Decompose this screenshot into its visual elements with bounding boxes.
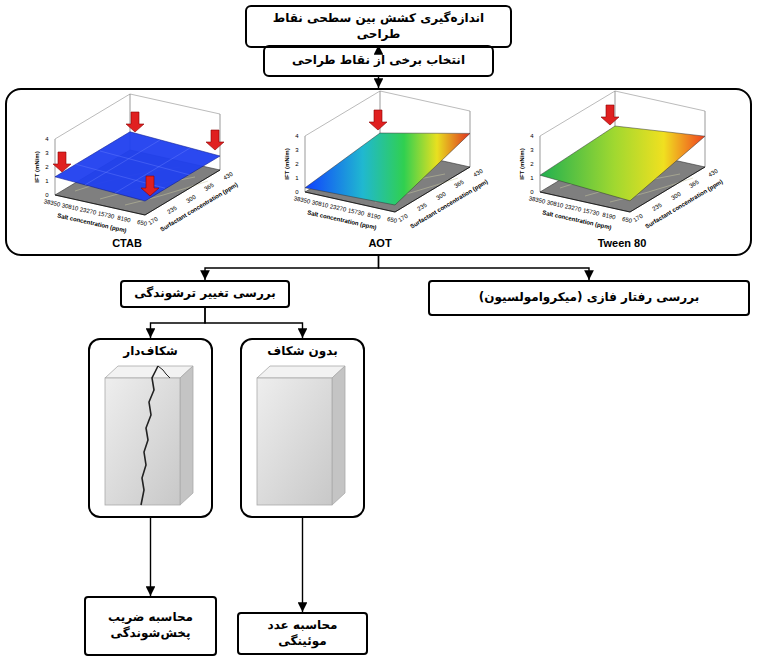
axis-tick: 300 (435, 190, 447, 200)
axis-tick: 1 (530, 175, 533, 181)
axis-tick: 235 (651, 202, 663, 212)
flow-arrow (378, 77, 379, 88)
result-box: محاسبه ضریب پخش‌شوندگی (84, 596, 217, 656)
axis-tick: 15730 (347, 207, 365, 216)
axis-title: IFT (mN/m) (284, 148, 290, 179)
result-box: محاسبه عدد موئینگی (237, 612, 368, 655)
flow-arrow (150, 518, 151, 596)
box-text: بدون شکاف (267, 344, 338, 360)
axis-tick: 4 (530, 133, 533, 139)
process-box: بررسی رفتار فازی (میکروامولسیون) (428, 280, 750, 316)
axis-tick: 8190 (602, 212, 616, 221)
axis-tick: 650 (621, 216, 632, 224)
axis-title: Salt concentration (ppm) (57, 212, 127, 233)
axis-tick: 30810 (311, 199, 329, 208)
sample-panel: بدون شکاف (240, 338, 365, 518)
process-box: بررسی تغییر ترشوندگی (120, 280, 290, 308)
box-text: شکاف‌دار (123, 344, 177, 360)
axis-tick: 0 (295, 189, 298, 195)
axis-tick: 430 (707, 168, 719, 178)
axis-title: Salt concentration (ppm) (542, 209, 612, 230)
axis-tick: 3 (530, 147, 533, 153)
axis-tick: 8190 (117, 215, 131, 224)
axis-title: IFT (mN/m) (519, 148, 525, 179)
tween80-surface-plot (540, 91, 705, 212)
axis-tick: 0 (530, 189, 533, 195)
box-text: انتخاب برخی از نقاط طراحی (292, 53, 465, 69)
axis-tick: 2 (45, 164, 48, 170)
axis-tick: 4 (295, 133, 298, 139)
aot-surface-plot (305, 91, 470, 212)
plot-title: Tween 80 (598, 236, 647, 250)
flow-arrow (151, 308, 206, 338)
process-box: اندازه‌گیری کشش بین سطحی نقاط طراحی (245, 5, 512, 48)
sample-panel: شکاف‌دار (88, 338, 213, 518)
axis-tick: 170 (632, 213, 644, 223)
axis-tick: 38350 (43, 198, 61, 207)
plot-title: CTAB (112, 236, 142, 250)
red-marker-arrows (53, 105, 619, 196)
box-text: بررسی رفتار فازی (میکروامولسیون) (479, 290, 699, 306)
axis-tick: 23270 (79, 206, 97, 215)
box-text: محاسبه ضریب پخش‌شوندگی (94, 610, 207, 641)
axis-tick: 8190 (367, 212, 381, 221)
axis-tick: 300 (185, 193, 197, 203)
ctab-surface-plot (55, 94, 220, 215)
axis-tick: 23270 (564, 203, 582, 212)
axis-tick: 2 (530, 161, 533, 167)
axis-tick: 3 (295, 147, 298, 153)
flow-arrow (302, 518, 303, 612)
flow-arrow (205, 308, 303, 338)
flow-arrow (379, 256, 590, 280)
axis-title: Salt concentration (ppm) (307, 209, 377, 230)
axis-tick: 235 (416, 202, 428, 212)
axis-tick: 430 (472, 168, 484, 178)
box-text: اندازه‌گیری کشش بین سطحی نقاط طراحی (255, 11, 502, 42)
axis-tick: 1 (45, 178, 48, 184)
axis-tick: 170 (397, 213, 409, 223)
axis-tick: 0 (45, 192, 48, 198)
axis-tick: 38350 (293, 195, 311, 204)
axis-tick: 365 (203, 182, 215, 192)
axis-tick: 30810 (61, 202, 79, 211)
cracked-core-cube (105, 366, 193, 505)
axis-tick: 170 (147, 216, 159, 226)
axis-tick: 23270 (329, 203, 347, 212)
intact-core-cube (257, 366, 345, 505)
axis-tick: 30810 (546, 199, 564, 208)
axis-tick: 15730 (582, 207, 600, 216)
axis-title: IFT (mN/m) (34, 151, 40, 182)
axis-tick: 365 (688, 179, 700, 189)
axis-tick: 38350 (528, 195, 546, 204)
axis-tick: 2 (295, 161, 298, 167)
axis-tick: 1 (295, 175, 298, 181)
axis-tick: 235 (166, 205, 178, 215)
flow-arrow (205, 256, 379, 280)
box-text: محاسبه عدد موئینگی (247, 618, 358, 649)
axis-tick: 300 (670, 190, 682, 200)
box-text: بررسی تغییر ترشوندگی (134, 286, 276, 302)
axis-tick: 365 (453, 179, 465, 189)
process-box: انتخاب برخی از نقاط طراحی (263, 45, 494, 77)
axis-tick: 4 (45, 136, 48, 142)
axis-tick: 650 (136, 219, 147, 227)
axis-tick: 15730 (97, 210, 115, 219)
plot-title: AOT (368, 236, 391, 250)
axis-tick: 3 (45, 150, 48, 156)
axis-tick: 430 (222, 171, 234, 181)
axis-tick: 650 (386, 216, 397, 224)
